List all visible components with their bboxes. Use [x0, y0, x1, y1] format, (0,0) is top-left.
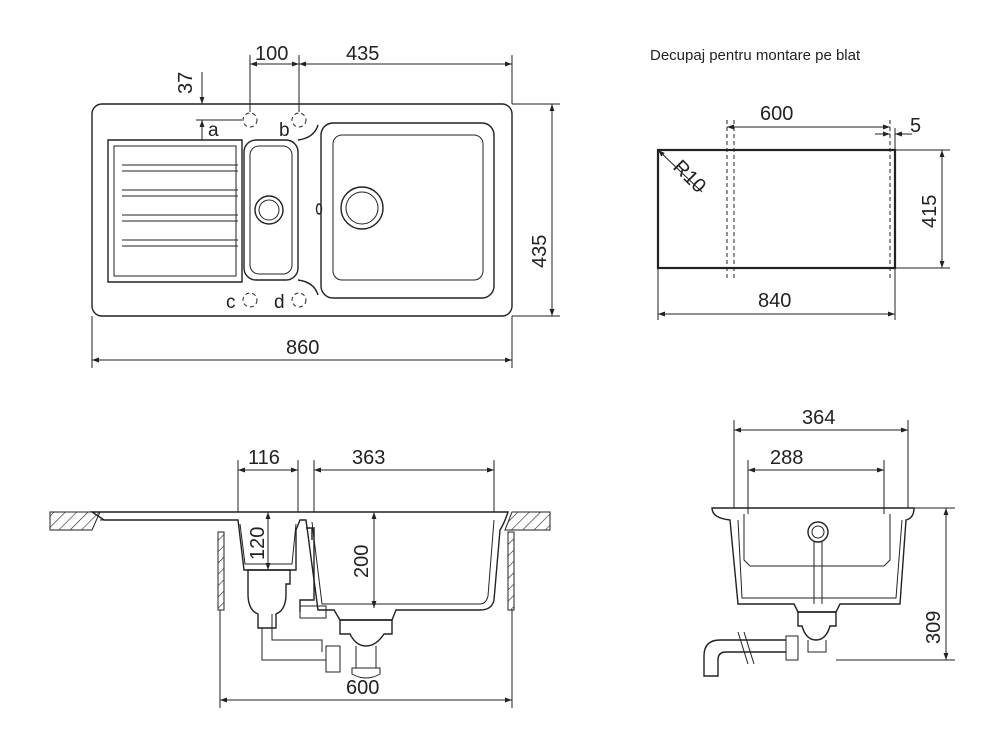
dim-363: 363 — [352, 447, 385, 469]
popup-knob — [807, 521, 829, 543]
sink-section-body — [89, 511, 509, 621]
dim-100: 100 — [255, 43, 288, 65]
dim-116: 116 — [248, 447, 280, 469]
dim-37: 37 — [175, 72, 197, 94]
dim-cut-840: 840 — [758, 290, 791, 312]
drainboard — [107, 139, 243, 283]
sink-outline — [91, 103, 513, 317]
cutout-view: Decupaj pentru montare pe blat 600 5 415… — [650, 47, 950, 320]
hole-label-c: c — [226, 292, 236, 313]
dim-cut-radius: R10 — [668, 156, 710, 198]
large-bowl — [320, 122, 495, 299]
dim-860: 860 — [286, 337, 319, 359]
dim-120: 120 — [247, 527, 269, 560]
tap-hole-d — [291, 292, 307, 308]
dim-cut-5: 5 — [910, 115, 921, 137]
top-view: a b c d 100 435 37 435 860 — [91, 43, 560, 368]
tap-hole-b — [291, 112, 307, 128]
overflow-pipe — [299, 527, 315, 612]
dim-cut-415: 415 — [919, 195, 941, 228]
cabinet-wall-left — [217, 531, 225, 611]
dim-600: 600 — [346, 677, 379, 699]
front-section: 116 363 120 200 600 — [49, 447, 551, 708]
tap-hole-c — [242, 292, 258, 308]
dim-364: 364 — [802, 407, 835, 429]
side-outlet-pipe — [703, 639, 786, 677]
large-drain — [340, 186, 384, 230]
side-drain-assembly — [797, 611, 837, 641]
small-bowl — [243, 139, 299, 281]
dim-435-side: 435 — [529, 235, 551, 268]
large-drain-assembly — [339, 619, 393, 647]
dim-200: 200 — [351, 545, 373, 578]
dim-435-top: 435 — [346, 43, 379, 65]
cutout-caption: Decupaj pentru montare pe blat — [650, 47, 861, 64]
small-drain — [254, 195, 284, 225]
dim-cut-600: 600 — [760, 103, 793, 125]
dim-309: 309 — [923, 611, 945, 644]
hole-label-d: d — [274, 292, 285, 313]
hole-label-a: a — [208, 120, 219, 141]
drainboard-ribs — [122, 164, 238, 247]
side-section: 364 288 309 — [703, 407, 955, 677]
cabinet-wall-right — [507, 531, 515, 611]
dim-288: 288 — [770, 447, 803, 469]
small-drain-assembly — [247, 569, 291, 629]
hole-label-b: b — [279, 120, 290, 141]
countertop-left — [49, 511, 101, 531]
countertop-right — [504, 511, 551, 531]
tap-hole-a — [242, 112, 258, 128]
